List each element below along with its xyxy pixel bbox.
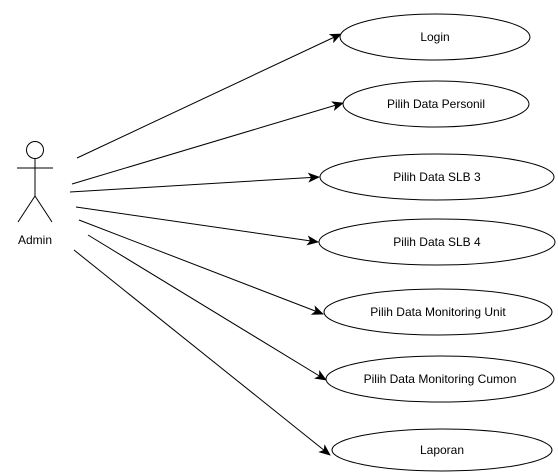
use-case-pilih-data-monitoring-unit: Pilih Data Monitoring Unit (323, 288, 553, 336)
actor-left-leg (17, 195, 36, 223)
association-login (76, 33, 342, 159)
use-case-label: Pilih Data SLB 4 (393, 235, 481, 249)
use-case-pilih-data-monitoring-cumon: Pilih Data Monitoring Cumon (325, 355, 555, 403)
use-case-pilih-data-personil: Pilih Data Personil (342, 80, 530, 128)
use-case-label: Login (420, 30, 449, 44)
association-pilih-data-monitoring-cumon (87, 234, 327, 381)
use-case-label: Pilih Data Personil (387, 97, 485, 111)
stick-figure-actor-icon (17, 141, 53, 223)
actor-head (26, 141, 44, 159)
association-pilih-data-monitoring-unit (78, 219, 324, 315)
use-case-pilih-data-slb-3: Pilih Data SLB 3 (319, 153, 555, 201)
use-case-ellipse (331, 428, 553, 472)
use-case-label: Pilih Data Monitoring Cumon (364, 372, 517, 386)
associations (69, 33, 344, 456)
association-pilih-data-slb-4 (75, 206, 319, 246)
actor-right-leg (34, 195, 53, 223)
association-laporan (73, 249, 331, 456)
use-case-laporan: Laporan (331, 428, 553, 472)
use-case-ellipse (318, 218, 556, 266)
use-case-ellipse (325, 355, 555, 403)
use-case-label: Laporan (420, 443, 464, 457)
association-pilih-data-slb-3 (69, 172, 320, 193)
actor-label: Admin (18, 233, 52, 247)
association-pilih-data-personil (71, 101, 344, 185)
use-case-ellipse (319, 153, 555, 201)
use-case-pilih-data-slb-4: Pilih Data SLB 4 (318, 218, 556, 266)
use-case-login: Login (339, 13, 531, 61)
use-case-label: Pilih Data SLB 3 (393, 170, 481, 184)
actor-admin: Admin (17, 141, 53, 247)
use-case-label: Pilih Data Monitoring Unit (370, 305, 506, 319)
use-case-ellipse (323, 288, 553, 336)
use-case-ellipse (342, 80, 530, 128)
use-case-ellipse (339, 13, 531, 61)
